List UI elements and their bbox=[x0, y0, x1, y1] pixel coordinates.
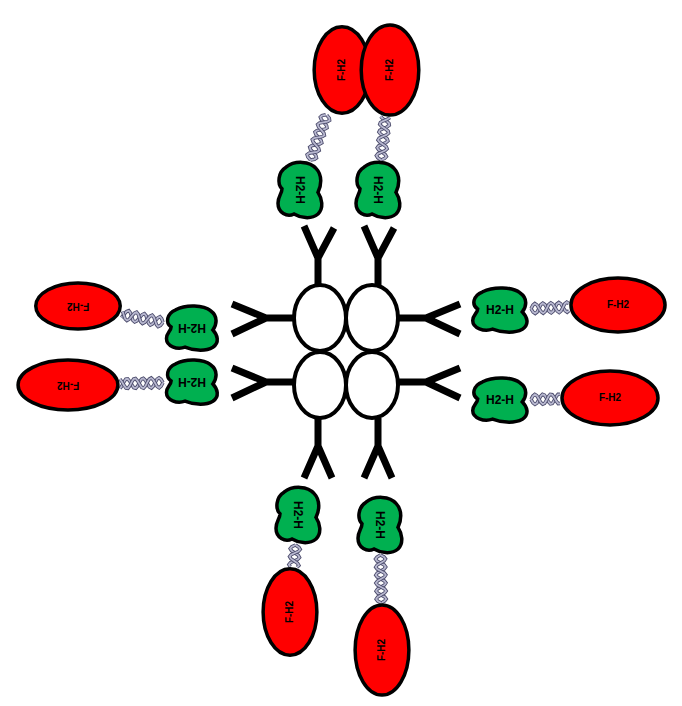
node-label: F-H2 bbox=[385, 59, 395, 81]
node-label: F-H2 bbox=[607, 300, 629, 310]
dna-helix bbox=[376, 555, 387, 603]
node-label: H2-H bbox=[292, 501, 304, 529]
node-label: H2-H bbox=[178, 322, 206, 334]
fluorescent-ellipse: F-H2 bbox=[569, 277, 667, 333]
node-label: F-H2 bbox=[377, 639, 387, 661]
probe-blob: H2-H bbox=[163, 304, 221, 352]
fluorescent-ellipse: F-H2 bbox=[360, 23, 420, 117]
node-label: F-H2 bbox=[599, 393, 621, 403]
probe-blob: H2-H bbox=[273, 485, 323, 545]
dna-helix bbox=[121, 311, 163, 327]
bead bbox=[346, 285, 398, 351]
antibody bbox=[364, 418, 392, 478]
bead bbox=[294, 285, 346, 351]
fluorescent-ellipse: F-H2 bbox=[16, 359, 120, 411]
dna-helix bbox=[531, 394, 560, 404]
node-label: H2-H bbox=[374, 511, 386, 539]
antibody bbox=[304, 226, 334, 286]
probe-blob: H2-H bbox=[275, 160, 325, 220]
antibody bbox=[232, 304, 295, 334]
dna-helix bbox=[120, 378, 163, 389]
node-label: H2-H bbox=[178, 376, 206, 388]
dna-helix bbox=[376, 117, 390, 161]
fluorescent-ellipse: F-H2 bbox=[34, 282, 122, 330]
probe-blob: H2-H bbox=[469, 286, 531, 334]
node-label: H2-H bbox=[294, 176, 306, 204]
probe-blob: H2-H bbox=[163, 358, 221, 406]
antibody bbox=[232, 368, 295, 398]
fluorescent-ellipse: F-H2 bbox=[354, 603, 410, 697]
dna-helix bbox=[531, 302, 569, 313]
dna-helix bbox=[289, 545, 300, 567]
antibody bbox=[304, 418, 332, 478]
fluorescent-ellipse: F-H2 bbox=[262, 567, 318, 657]
bead bbox=[294, 352, 346, 418]
probe-blob: H2-H bbox=[469, 376, 531, 424]
fluorescent-ellipse: F-H2 bbox=[560, 370, 660, 426]
antibody bbox=[364, 226, 394, 286]
node-label: F-H2 bbox=[285, 601, 295, 623]
node-label: F-H2 bbox=[57, 380, 79, 390]
antibody bbox=[397, 304, 460, 334]
bead bbox=[346, 352, 398, 418]
dna-helix bbox=[307, 115, 330, 160]
node-label: F-H2 bbox=[337, 59, 347, 81]
probe-blob: H2-H bbox=[355, 495, 405, 555]
node-label: H2-H bbox=[486, 394, 514, 406]
node-label: F-H2 bbox=[67, 301, 89, 311]
node-label: H2-H bbox=[372, 176, 384, 204]
probe-blob: H2-H bbox=[353, 160, 403, 220]
antibody bbox=[397, 368, 460, 398]
node-label: H2-H bbox=[486, 304, 514, 316]
